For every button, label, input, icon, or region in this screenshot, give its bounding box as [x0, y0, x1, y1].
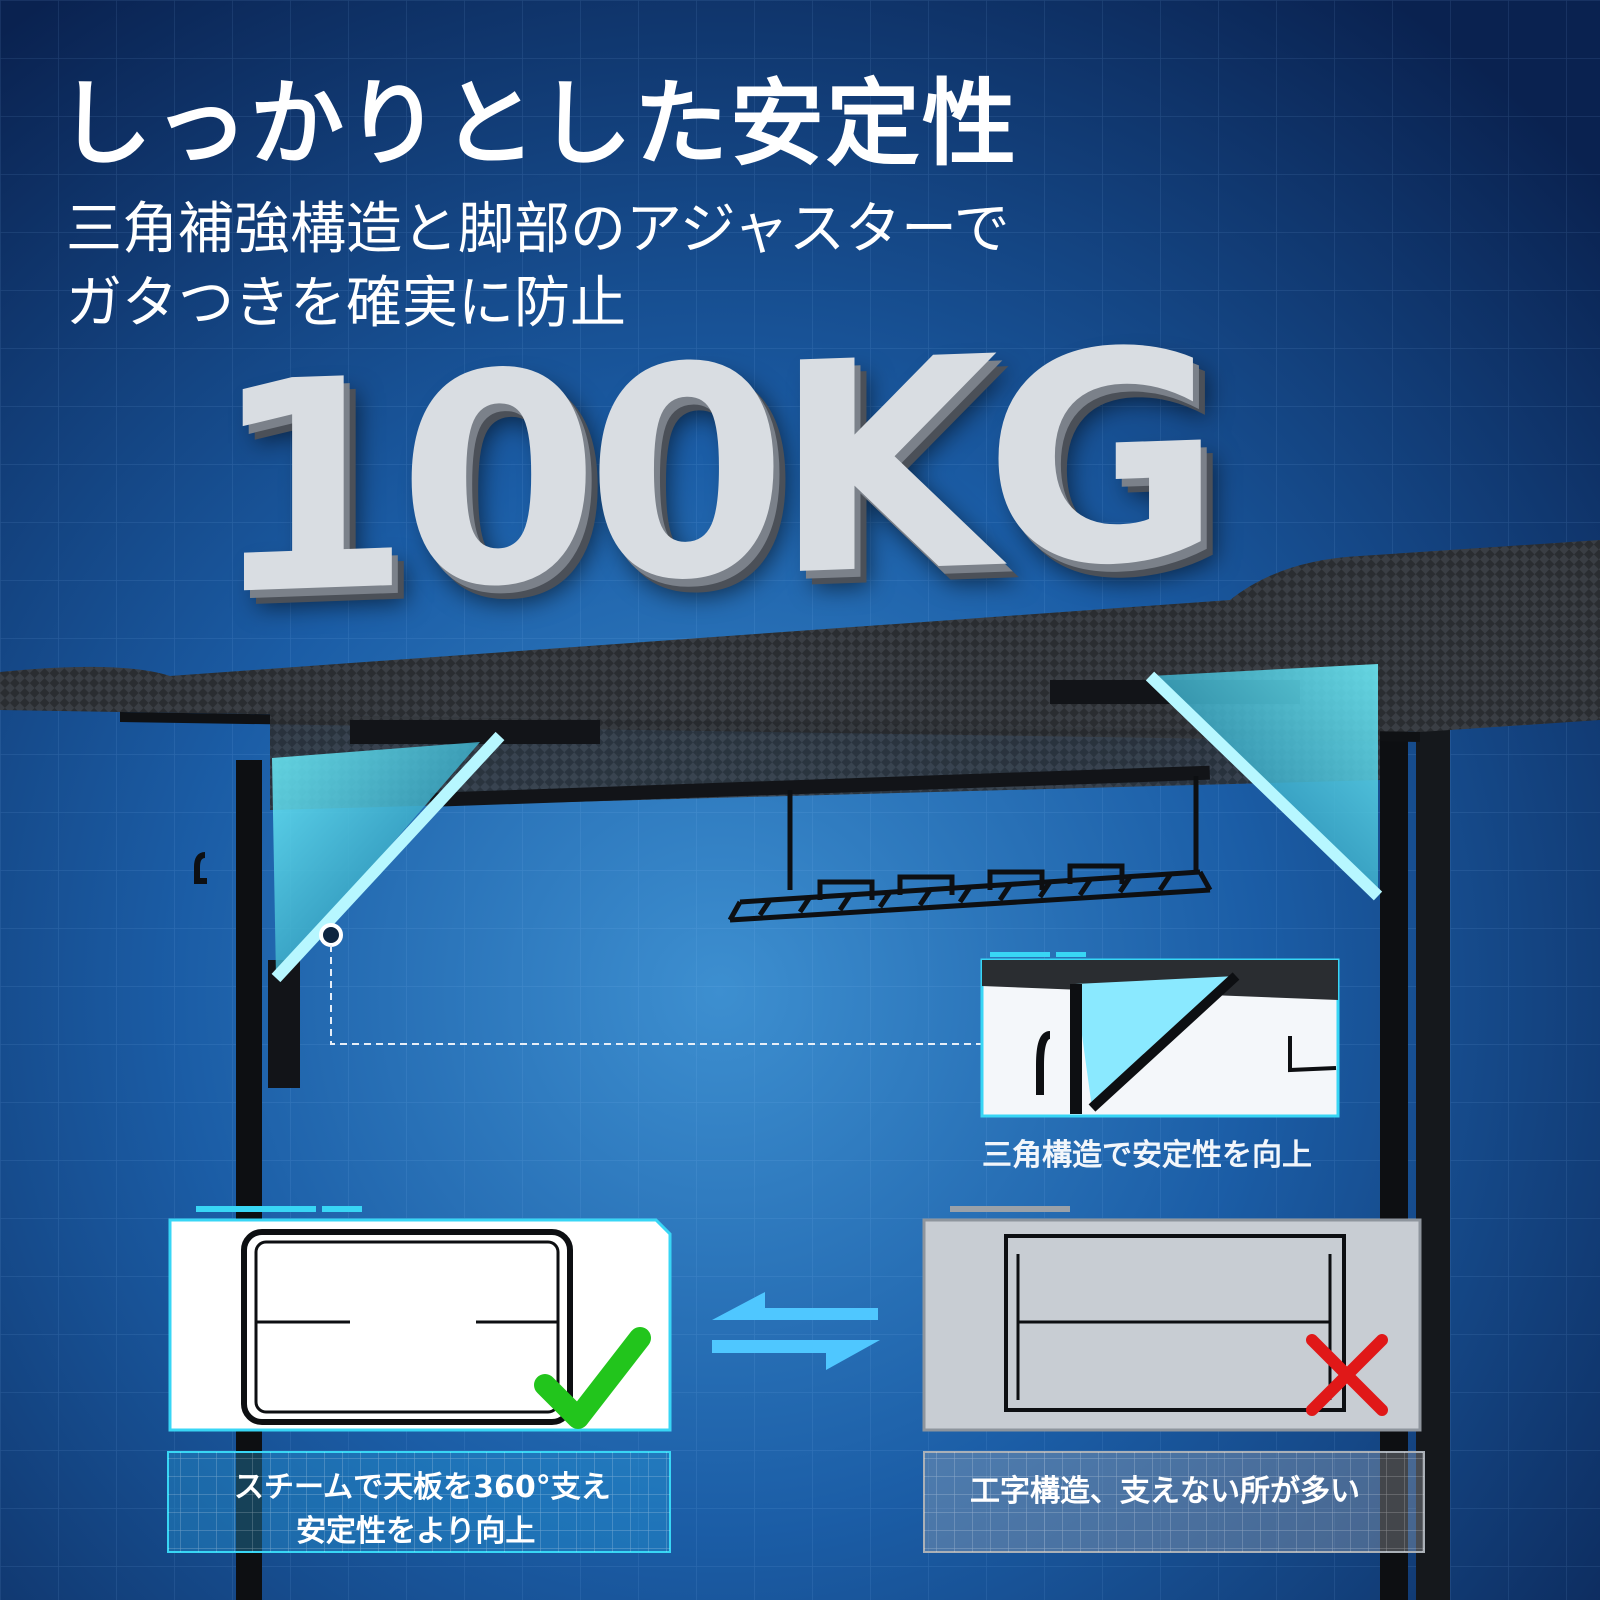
cable-tray	[727, 776, 1213, 923]
left-brace-edge	[271, 731, 505, 983]
desk-legs	[194, 690, 1450, 1600]
good-caption-line-1: スチームで天板を360°支え	[234, 1470, 611, 1505]
right-brace-edge	[1145, 671, 1383, 901]
good-caption-line-2: 安定性をより向上	[296, 1514, 536, 1549]
callout-line	[330, 945, 985, 1045]
headline: しっかりとした安定性	[58, 70, 1019, 179]
subheadline-line-1: 三角補強構造と脚部のアジャスターで	[66, 197, 1010, 262]
bad-structure-card	[922, 1206, 1425, 1553]
inset-caption: 三角構造で安定性を向上	[982, 1138, 1312, 1173]
good-structure-card	[167, 1206, 672, 1553]
bad-caption: 工字構造、支えない所が多い	[970, 1474, 1360, 1509]
subheadline-line-2: ガタつきを確実に防止	[66, 271, 626, 336]
cross-icon	[1306, 1334, 1388, 1416]
load-capacity-3d-text: 100KG	[210, 288, 1209, 661]
swap-arrows-icon	[712, 1292, 880, 1370]
check-icon	[534, 1327, 651, 1429]
callout-dot	[319, 923, 343, 947]
inset-detail-image	[980, 952, 1340, 1118]
